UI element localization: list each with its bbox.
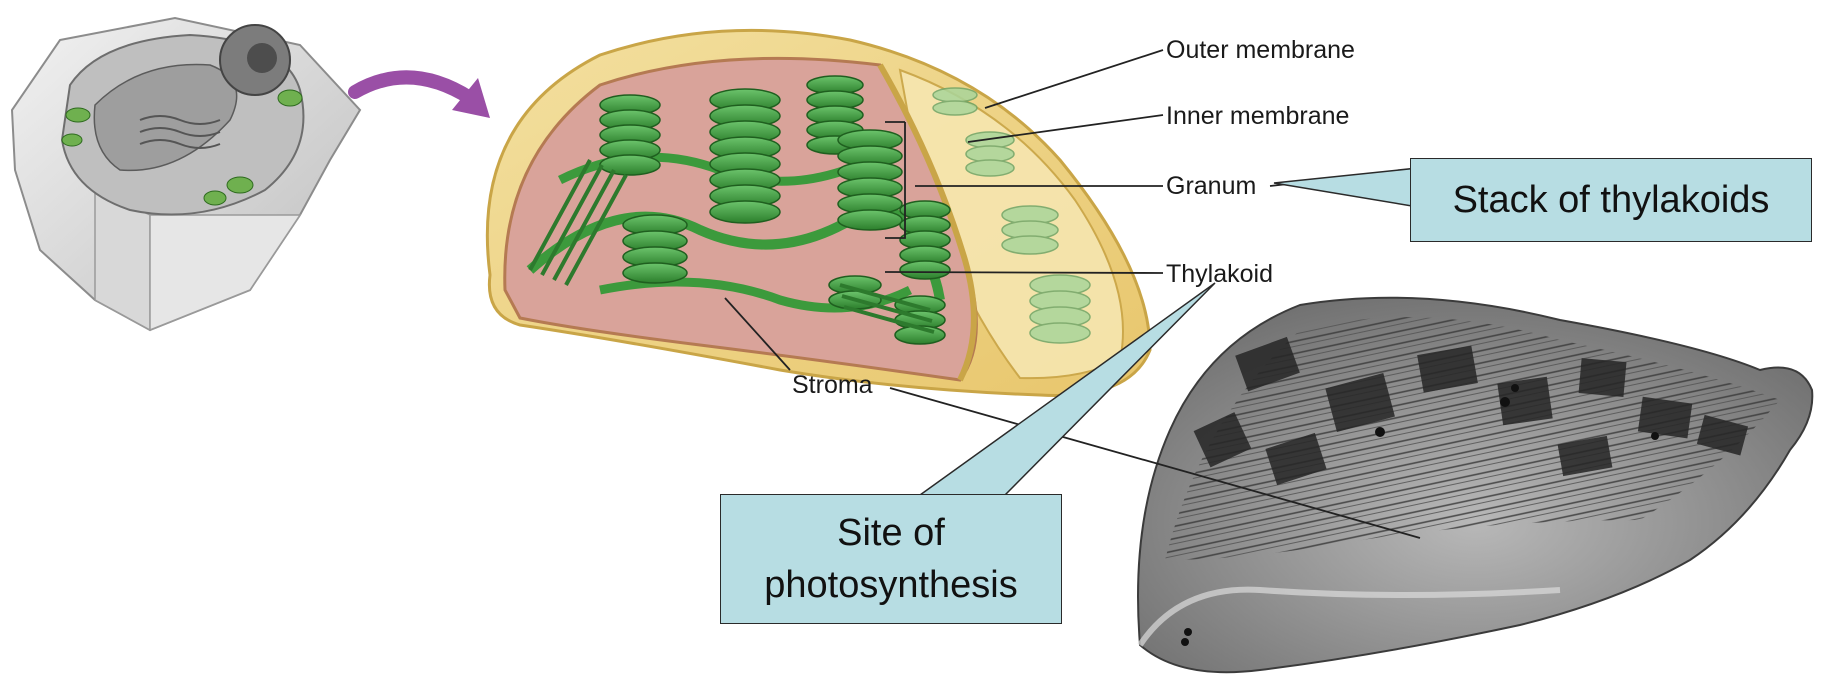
label-granum: Granum <box>1166 172 1256 201</box>
thylakoid-callout-line2: photosynthesis <box>721 559 1061 611</box>
granum-callout-pointer <box>1274 168 1418 207</box>
label-outer-membrane: Outer membrane <box>1166 36 1355 65</box>
label-thylakoid: Thylakoid <box>1166 260 1273 289</box>
granum-callout: Stack of thylakoids <box>1410 158 1812 242</box>
thylakoid-callout: Site of photosynthesis <box>720 494 1062 624</box>
thylakoid-callout-line1: Site of <box>721 507 1061 559</box>
label-inner-membrane: Inner membrane <box>1166 102 1349 131</box>
chloroplast-illustration <box>487 30 1150 395</box>
label-stroma: Stroma <box>792 371 873 400</box>
curved-arrow-icon <box>355 77 490 118</box>
electron-micrograph <box>1138 298 1812 672</box>
plant-cell-illustration <box>12 18 360 330</box>
granum-callout-text: Stack of thylakoids <box>1411 159 1811 241</box>
